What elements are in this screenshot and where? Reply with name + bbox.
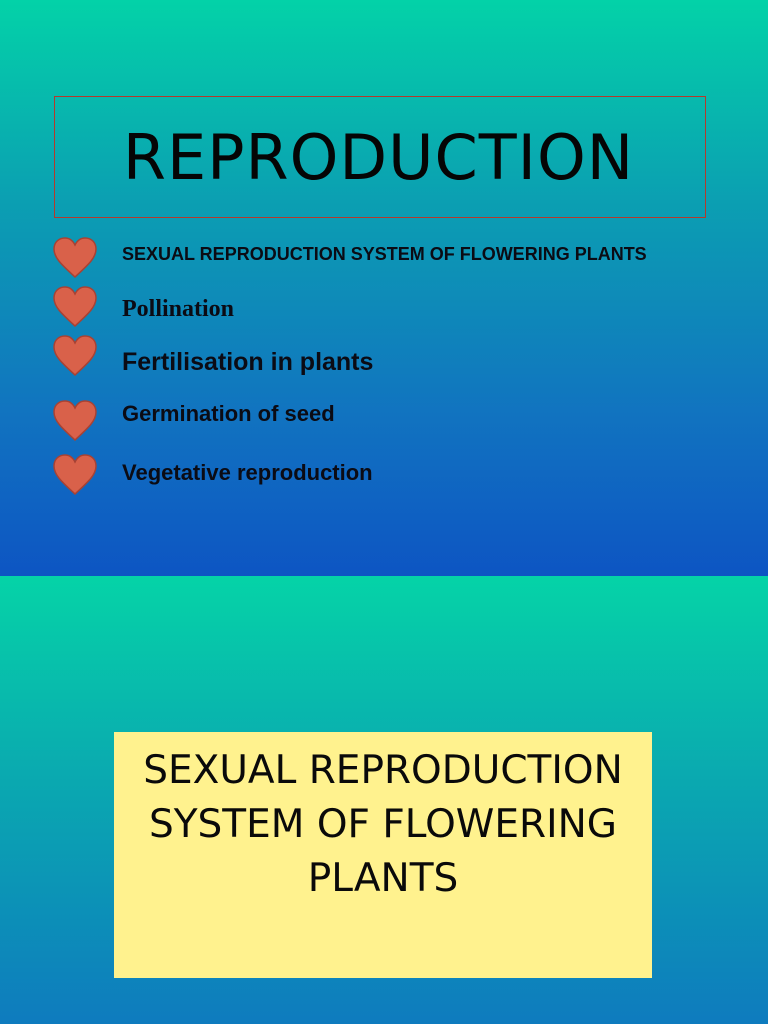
- bullet-item: Germination of seed: [52, 400, 732, 446]
- heart-icon: [53, 335, 97, 377]
- bullet-text: Fertilisation in plants: [122, 348, 374, 376]
- title-box: REPRODUCTION: [54, 96, 706, 218]
- bullet-text: Germination of seed: [122, 401, 335, 426]
- bullet-text: Pollination: [122, 296, 235, 322]
- heart-icon: [53, 400, 97, 442]
- bullet-item: Fertilisation in plants: [52, 335, 732, 381]
- bullet-item: Pollination: [52, 286, 732, 332]
- slide-1: REPRODUCTION SEXUAL REPRODUCTION SYSTEM …: [0, 0, 768, 576]
- heart-icon: [53, 237, 97, 279]
- bullet-text: SEXUAL REPRODUCTION SYSTEM OF FLOWERING …: [122, 244, 647, 264]
- bullet-item: Vegetative reproduction: [52, 454, 732, 500]
- heading-line: SYSTEM OF FLOWERING: [148, 802, 618, 847]
- heading-line: SEXUAL REPRODUCTION: [143, 748, 623, 793]
- heart-icon: [53, 454, 97, 496]
- slide-title: REPRODUCTION: [122, 120, 635, 194]
- heading-box: SEXUAL REPRODUCTION SYSTEM OF FLOWERING …: [114, 732, 652, 978]
- heading-line: PLANTS: [307, 856, 459, 901]
- bullet-item: SEXUAL REPRODUCTION SYSTEM OF FLOWERING …: [52, 237, 732, 283]
- heart-icon: [53, 286, 97, 328]
- slide-heading: SEXUAL REPRODUCTION SYSTEM OF FLOWERING …: [114, 744, 652, 906]
- bullet-text: Vegetative reproduction: [122, 460, 373, 485]
- slide-2: SEXUAL REPRODUCTION SYSTEM OF FLOWERING …: [0, 576, 768, 1024]
